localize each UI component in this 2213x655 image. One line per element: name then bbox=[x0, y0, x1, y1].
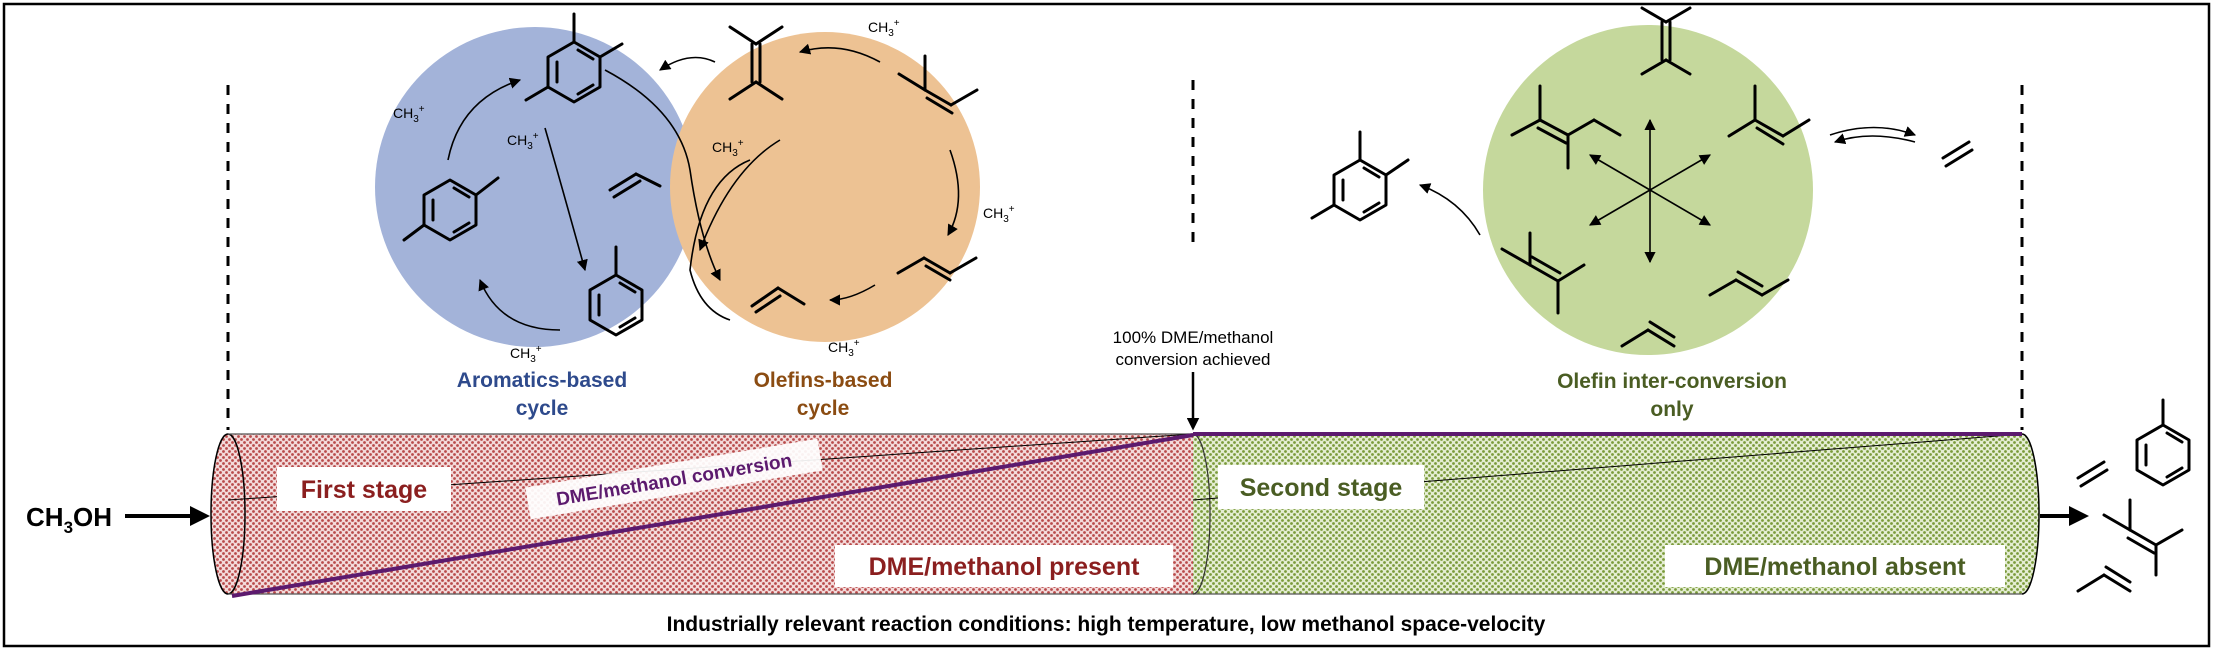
first-stage-molecules bbox=[402, 12, 979, 337]
absent-label: DME/methanol absent bbox=[1704, 553, 1966, 581]
reactor-outlet-cap bbox=[2021, 433, 2040, 595]
inlet-label: CH3OH bbox=[26, 502, 112, 537]
trimethylbenzene-right-molecule bbox=[1310, 130, 1410, 222]
tetramethylethylene-left-molecule bbox=[1500, 231, 1586, 315]
second-stage-box bbox=[1218, 465, 1424, 509]
svg-text:CH3+: CH3+ bbox=[393, 104, 425, 125]
stage-dividers bbox=[226, 80, 2024, 430]
svg-text:CH3+: CH3+ bbox=[828, 338, 860, 359]
second-stage-label: Second stage bbox=[1240, 474, 1403, 502]
first-stage-box bbox=[277, 467, 451, 511]
svg-text:CH3+: CH3+ bbox=[868, 18, 900, 39]
aromatics-cycle-circle bbox=[375, 27, 695, 347]
olefins-cycle-circle bbox=[670, 32, 980, 342]
svg-text:CH3+: CH3+ bbox=[983, 204, 1015, 225]
product-ethylene-molecule bbox=[2076, 460, 2109, 488]
toluene-molecule bbox=[588, 245, 644, 337]
conversion-profile-line bbox=[231, 433, 1194, 598]
butene-molecule bbox=[896, 256, 978, 282]
tetramethylethylene-top-molecule bbox=[1640, 6, 1692, 76]
propylene-molecule bbox=[750, 286, 806, 314]
product-molecules bbox=[2076, 398, 2191, 593]
tetramethylethylene-molecule bbox=[728, 25, 784, 101]
methyl-labels: CH3+ CH3+ CH3+ CH3+ CH3+ CH3+ CH3+ bbox=[393, 18, 1015, 365]
svg-text:CH3+: CH3+ bbox=[510, 344, 542, 365]
trimethylethylene-molecule bbox=[897, 54, 979, 115]
second-stage-molecules bbox=[1310, 6, 1974, 348]
first-stage-label: First stage bbox=[301, 476, 428, 504]
ethylene-right-molecule bbox=[1941, 140, 1974, 168]
methylpentene-molecule bbox=[1510, 84, 1622, 170]
interconversion-label-line1: Olefin inter-conversion bbox=[1557, 370, 1787, 393]
product-toluene-molecule bbox=[2135, 398, 2191, 487]
product-propylene-molecule bbox=[2076, 565, 2132, 593]
cycle-arrows bbox=[447, 43, 960, 331]
present-box bbox=[835, 545, 1173, 587]
reactor-inlet-cap bbox=[210, 433, 246, 595]
absent-box bbox=[1665, 545, 2005, 587]
svg-text:CH3+: CH3+ bbox=[507, 131, 539, 152]
olefins-cycle-label-line1: Olefins-based bbox=[754, 369, 893, 392]
svg-text:CH3+: CH3+ bbox=[712, 138, 744, 159]
trimethylethylene-right-molecule bbox=[1727, 84, 1811, 146]
trimethylbenzene-molecule bbox=[524, 12, 624, 104]
butene-right-molecule bbox=[1708, 270, 1790, 297]
bottom-caption: Industrially relevant reaction condition… bbox=[667, 613, 1546, 636]
aromatics-cycle-label-line2: cycle bbox=[516, 397, 569, 420]
ethylene-molecule bbox=[608, 172, 662, 199]
propylene-right-molecule bbox=[1620, 320, 1676, 348]
olefins-cycle-label-line2: cycle bbox=[797, 397, 850, 420]
interconversion-circle bbox=[1483, 25, 1813, 355]
conversion-note-line2: conversion achieved bbox=[1116, 350, 1271, 369]
present-label: DME/methanol present bbox=[869, 553, 1141, 581]
product-tetramethylethylene-molecule bbox=[2102, 498, 2184, 577]
xylene-molecule bbox=[402, 176, 500, 242]
interconversion-label-line2: only bbox=[1650, 398, 1693, 421]
aromatics-cycle-label-line1: Aromatics-based bbox=[457, 369, 627, 392]
interconversion-arrows bbox=[1418, 118, 1917, 264]
conversion-note-line1: 100% DME/methanol bbox=[1113, 328, 1274, 347]
